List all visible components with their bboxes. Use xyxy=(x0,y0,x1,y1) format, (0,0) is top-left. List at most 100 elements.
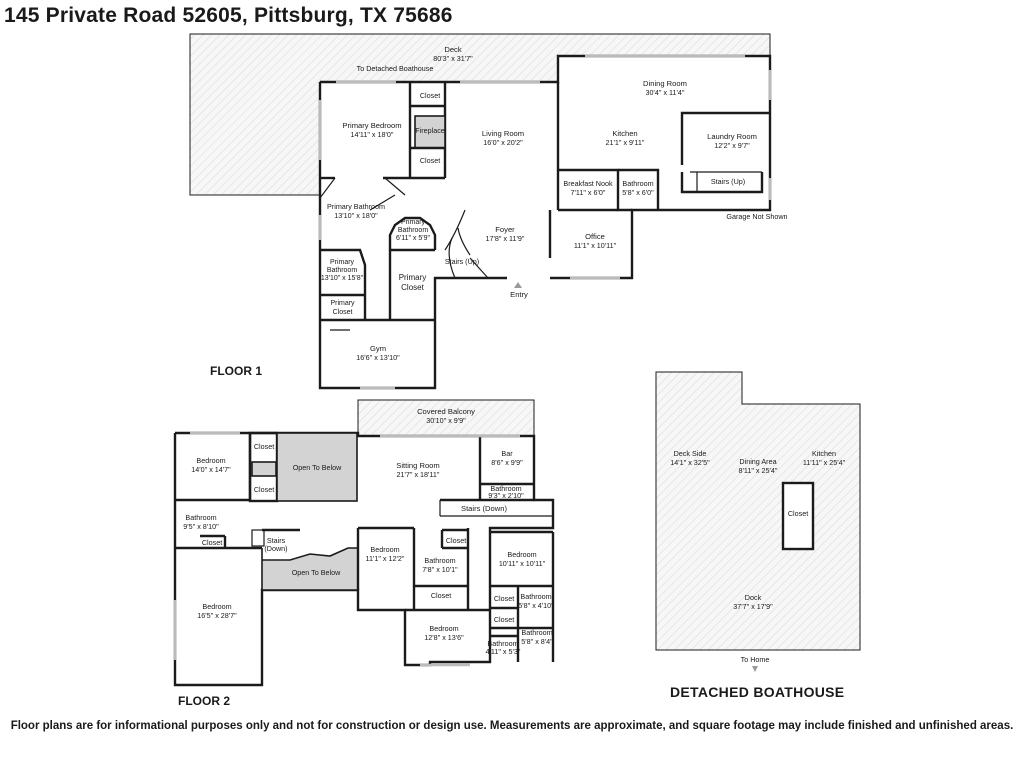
gym-label: Gym xyxy=(370,344,386,353)
bedroom-c-dim: 10'11" x 10'11" xyxy=(499,559,546,568)
primary-bath-left-overlay: Primary Bathroom 13'10" x 15'8" xyxy=(318,259,366,283)
stairs-down-main-label: Stairs (Down) xyxy=(461,504,507,513)
bedroom-a-label: Bedroom xyxy=(196,456,225,465)
stairs-down-small-label-2: (Down) xyxy=(264,544,287,553)
office-dim: 11'1" x 10'11" xyxy=(574,241,617,250)
bathroom-a-label: Bathroom xyxy=(185,513,216,522)
closet-6-label: Closet xyxy=(494,594,514,603)
bar-dim: 8'6" x 9'9" xyxy=(491,458,523,467)
office-label: Office xyxy=(585,232,605,241)
primary-bath-mid-overlay: Primary Bathroom 6'11" x 5'9" xyxy=(389,219,437,243)
page-title: 145 Private Road 52605, Pittsburg, TX 75… xyxy=(4,4,453,27)
gym-dim: 16'6" x 13'10" xyxy=(356,353,400,362)
bathroom-e-dim: 4'11" x 5'3" xyxy=(486,647,521,656)
bathroom-e-label: Bathroom xyxy=(487,639,518,648)
boathouse-plan xyxy=(655,371,861,672)
open-below-1-label: Open To Below xyxy=(293,463,342,472)
fireplace-label: Fireplace xyxy=(415,126,445,135)
dock-dim: 37'7" x 17'9" xyxy=(733,602,773,611)
covered-balcony-dim: 30'10" x 9'9" xyxy=(426,416,466,425)
bedroom-b-label: Bedroom xyxy=(370,545,399,554)
boathouse-outline xyxy=(655,371,861,651)
floor-2-plan xyxy=(173,399,555,687)
bathroom-d-dim: 5'8" x 8'4" xyxy=(521,637,553,646)
primary-bath-mid-dim: 6'11" x 5'9" xyxy=(396,235,430,242)
bedroom-c-label: Bedroom xyxy=(507,550,536,559)
bar-label: Bar xyxy=(501,449,513,458)
kitchen-dim: 21'1" x 9'11" xyxy=(606,138,645,147)
primary-bath-main-dim: 13'10" x 18'0" xyxy=(334,211,378,220)
bathroom-c-label: Bathroom xyxy=(520,592,551,601)
stairs-up-foyer-label: Stairs (Up) xyxy=(445,257,479,266)
primary-closet-big-label: Primary Closet xyxy=(398,273,427,292)
closet-5-label: Closet xyxy=(431,591,451,600)
to-home-label: To Home xyxy=(741,655,770,664)
primary-closet-small-label: Primary Closet xyxy=(330,300,355,316)
boathouse-kitchen-label: Kitchen xyxy=(812,449,836,458)
dining-area-dim: 8'11" x 25'4" xyxy=(739,466,778,475)
floor-2-labels: Covered Balcony 30'10" x 9'9" Bedroom 14… xyxy=(183,407,554,656)
deck-label: Deck xyxy=(444,45,462,54)
breakfast-nook-label: Breakfast Nook xyxy=(563,179,613,188)
bedroom-d-dim: 16'5" x 28'7" xyxy=(197,611,237,620)
boathouse-labels: Deck Side 14'1" x 32'5" Dining Area 8'11… xyxy=(670,449,845,664)
covered-balcony-label: Covered Balcony xyxy=(417,407,475,416)
primary-bath-mid-name: Primary Bathroom xyxy=(397,219,429,234)
to-boathouse-label: To Detached Boathouse xyxy=(357,64,434,73)
primary-bath-left-name: Primary Bathroom xyxy=(326,259,358,274)
foyer-label: Foyer xyxy=(495,225,515,234)
laundry-dim: 12'2" x 9'7" xyxy=(714,141,750,150)
bathroom-small-dim: 5'8" x 6'0" xyxy=(622,188,654,197)
dining-room-label: Dining Room xyxy=(643,79,687,88)
garage-note: Garage Not Shown xyxy=(726,212,787,221)
bathroom-b-dim: 7'8" x 10'1" xyxy=(422,565,458,574)
closet-3-label: Closet xyxy=(202,538,222,547)
bathroom-bar-label: Bathroom xyxy=(490,484,521,493)
covered-balcony-area xyxy=(357,399,535,437)
closet-4-label: Closet xyxy=(446,536,466,545)
deck-dim: 80'3" x 31'7" xyxy=(433,54,473,63)
living-room-dim: 16'0" x 20'2" xyxy=(483,138,523,147)
bathroom-b-label: Bathroom xyxy=(424,556,455,565)
bedroom-e-label: Bedroom xyxy=(429,624,458,633)
closet-2-label: Closet xyxy=(254,485,274,494)
dining-room-dim: 30'4" x 11'4" xyxy=(646,88,685,97)
boathouse-closet-box xyxy=(781,481,815,551)
bathroom-d-label: Bathroom xyxy=(521,628,552,637)
breakfast-nook-dim: 7'11" x 6'0" xyxy=(571,188,606,197)
sitting-room-label: Sitting Room xyxy=(396,461,439,470)
stairs-down-small-label: Stairs xyxy=(267,536,286,545)
sitting-room-dim: 21'7" x 18'11" xyxy=(397,470,440,479)
bathroom-a-dim: 9'5" x 8'10" xyxy=(183,522,219,531)
boathouse-closet-label: Closet xyxy=(788,509,808,518)
foyer-dim: 17'8" x 11'9" xyxy=(486,234,525,243)
closet-7-label: Closet xyxy=(494,615,514,624)
floor-1-labels: Deck 80'3" x 31'7" To Detached Boathouse… xyxy=(327,45,788,362)
closet-a-label: Closet xyxy=(420,91,440,100)
bedroom-e-dim: 12'8" x 13'6" xyxy=(424,633,464,642)
primary-bedroom-dim: 14'11" x 18'0" xyxy=(351,130,394,139)
bathroom-bar-dim: 9'3" x 2'10" xyxy=(488,491,524,500)
primary-bath-left-dim: 13'10" x 15'8" xyxy=(320,275,364,282)
dining-area-label: Dining Area xyxy=(739,457,776,466)
primary-bedroom-label: Primary Bedroom xyxy=(342,121,401,130)
floor-1-label: FLOOR 1 xyxy=(210,364,263,378)
closet-1-label: Closet xyxy=(254,442,274,451)
bathroom-small-label: Bathroom xyxy=(622,179,653,188)
living-room-label: Living Room xyxy=(482,129,524,138)
bedroom-b-dim: 11'1" x 12'2" xyxy=(366,554,405,563)
disclaimer-footer: Floor plans are for informational purpos… xyxy=(10,720,1014,732)
boathouse-kitchen-dim: 11'11" x 25'4" xyxy=(803,458,846,467)
floor-1-plan xyxy=(189,33,772,390)
open-below-2-label: Open To Below xyxy=(292,568,341,577)
closet-b-label: Closet xyxy=(420,156,440,165)
kitchen-label: Kitchen xyxy=(612,129,637,138)
entry-label: Entry xyxy=(510,290,528,299)
bedroom-a-dim: 14'0" x 14'7" xyxy=(191,465,231,474)
laundry-label: Laundry Room xyxy=(707,132,757,141)
primary-bath-main-label: Primary Bathroom xyxy=(327,202,385,211)
deck-side-label: Deck Side xyxy=(674,449,707,458)
bedroom-d-label: Bedroom xyxy=(202,602,231,611)
floor-2-label: FLOOR 2 xyxy=(178,694,231,708)
